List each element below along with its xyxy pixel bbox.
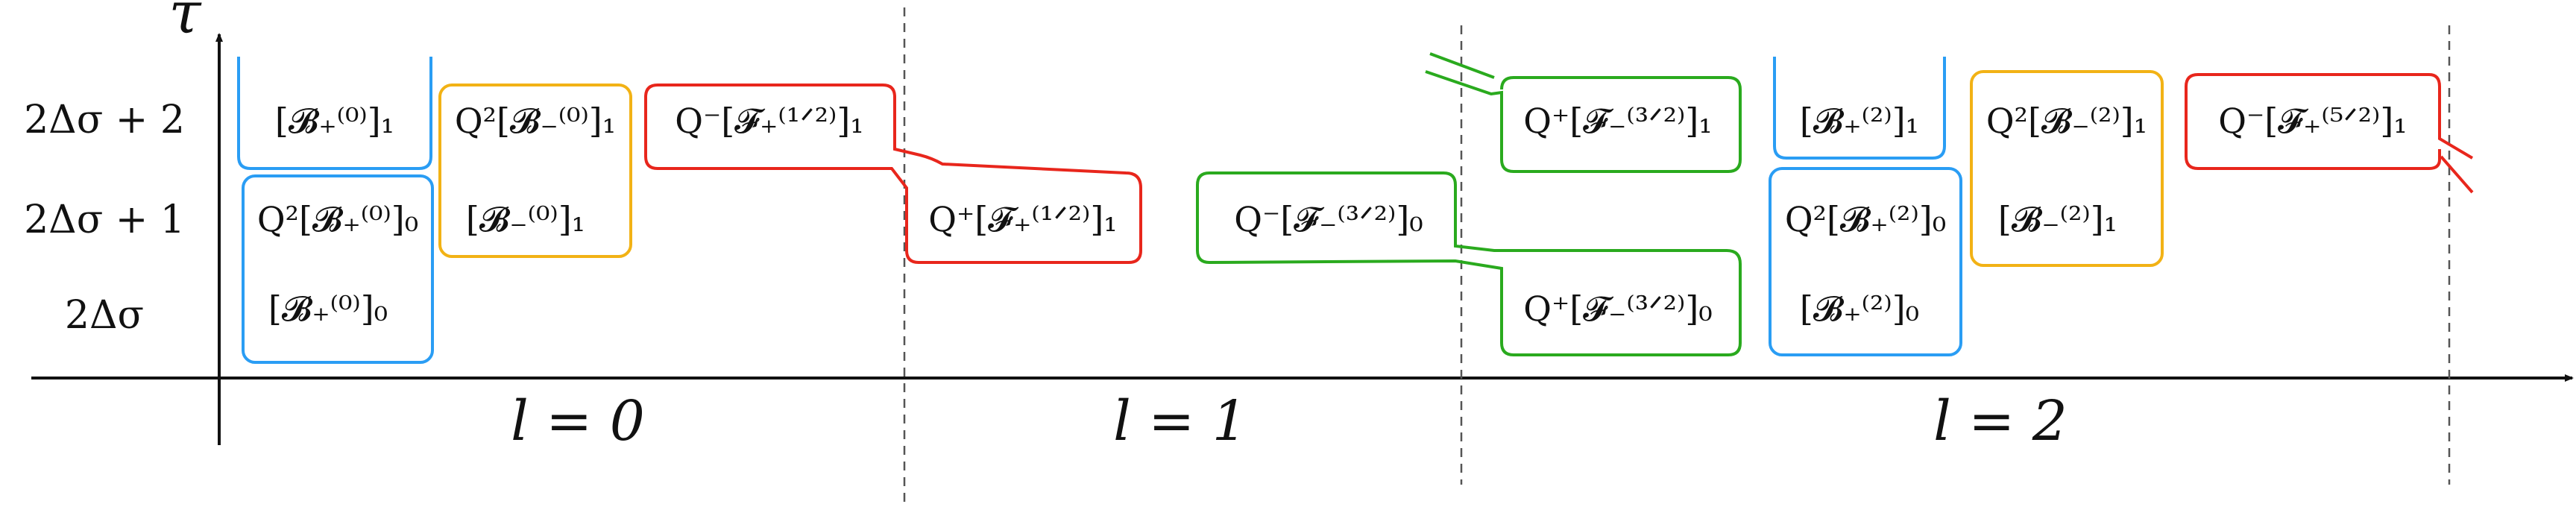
red-open-block [2185,73,2474,170]
y-tick-label: 2Δσ + 1 [24,198,185,242]
green-open-connector-top [1425,70,1742,173]
green-linked-block [1196,171,1742,356]
section-label-l2: l = 2 [1933,389,2068,453]
red-open-connector-stub [2440,155,2474,194]
block-label: [𝓑₋⁽²⁾]₁ [1998,199,2117,239]
block-label: Q⁻[𝓕₊⁽⁵ᐟ²⁾]₁ [2218,101,2407,141]
blue-open-block-top [1773,57,1946,160]
block-label: Q⁺[𝓕₋⁽³ᐟ²⁾]₀ [1523,289,1713,329]
red-linked-block [644,84,1142,264]
block-label: Q²[𝓑₋⁽²⁾]₁ [1986,101,2147,141]
green-open-connector-stub [1429,52,1495,79]
y-tick-label: 2Δσ + 2 [24,98,185,142]
blue-block [242,174,434,364]
block-label: Q⁻[𝓕₋⁽³ᐟ²⁾]₀ [1234,199,1423,239]
block-label: [𝓑₋⁽⁰⁾]₁ [466,199,585,239]
section-label-l1: l = 1 [1113,389,1247,453]
y-tick-label: 2Δσ [65,293,144,338]
y-axis-title: τ [169,0,202,47]
block-label: Q²[𝓑₊⁽²⁾]₀ [1785,199,1946,239]
block-label: Q⁺[𝓕₋⁽³ᐟ²⁾]₁ [1523,101,1713,141]
block-label: [𝓑₊⁽²⁾]₀ [1800,289,1919,329]
block-label: [𝓑₊⁽⁰⁾]₁ [275,101,394,141]
orange-block [1970,70,2164,267]
section-label-l0: l = 0 [511,389,645,453]
block-label: [𝓑₊⁽⁰⁾]₀ [268,289,388,329]
block-label: Q²[𝓑₊⁽⁰⁾]₀ [257,199,418,239]
block-label: Q⁻[𝓕₊⁽¹ᐟ²⁾]₁ [675,101,864,141]
block-label: Q⁺[𝓕₊⁽¹ᐟ²⁾]₁ [928,199,1118,239]
blue-open-block-top [237,57,432,170]
block-label: Q²[𝓑₋⁽⁰⁾]₁ [455,101,616,141]
blue-block [1769,167,1962,356]
block-label: [𝓑₊⁽²⁾]₁ [1800,101,1919,141]
orange-block [438,84,632,258]
